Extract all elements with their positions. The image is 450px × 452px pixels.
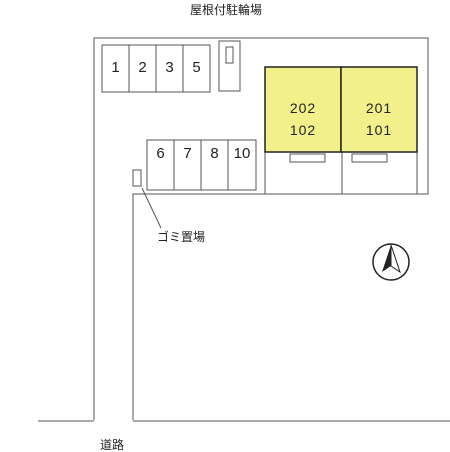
property-boundary bbox=[93, 37, 429, 420]
north-arrow-icon bbox=[372, 243, 410, 281]
unit-101-label: 101 bbox=[365, 122, 393, 138]
bike-shelter bbox=[218, 40, 241, 92]
parking-space-3: 3 bbox=[165, 59, 174, 76]
unit-202-label: 202 bbox=[289, 100, 317, 116]
unit-102-label: 102 bbox=[289, 122, 317, 138]
unit-201-label: 201 bbox=[365, 100, 393, 116]
parking-space-8: 8 bbox=[210, 145, 219, 162]
building-lower bbox=[264, 151, 418, 195]
entrance-right bbox=[351, 153, 388, 163]
entrance-left bbox=[289, 153, 326, 163]
garbage-area-label: ゴミ置場 bbox=[157, 230, 206, 244]
garbage-leader-line bbox=[141, 187, 162, 229]
unit-left bbox=[264, 66, 342, 153]
parking-space-6: 6 bbox=[156, 145, 165, 162]
road-label: 道路 bbox=[100, 438, 125, 452]
parking-space-2: 2 bbox=[138, 59, 147, 76]
parking-space-1: 1 bbox=[111, 59, 120, 76]
parking-space-5: 5 bbox=[192, 59, 201, 76]
bike-shelter-inner bbox=[225, 46, 234, 64]
parking-space-7: 7 bbox=[183, 145, 192, 162]
parking-space-10: 10 bbox=[233, 145, 251, 162]
bike-shelter-label: 屋根付駐輪場 bbox=[190, 3, 263, 17]
garbage-area-box bbox=[132, 169, 142, 187]
unit-right bbox=[340, 66, 418, 153]
